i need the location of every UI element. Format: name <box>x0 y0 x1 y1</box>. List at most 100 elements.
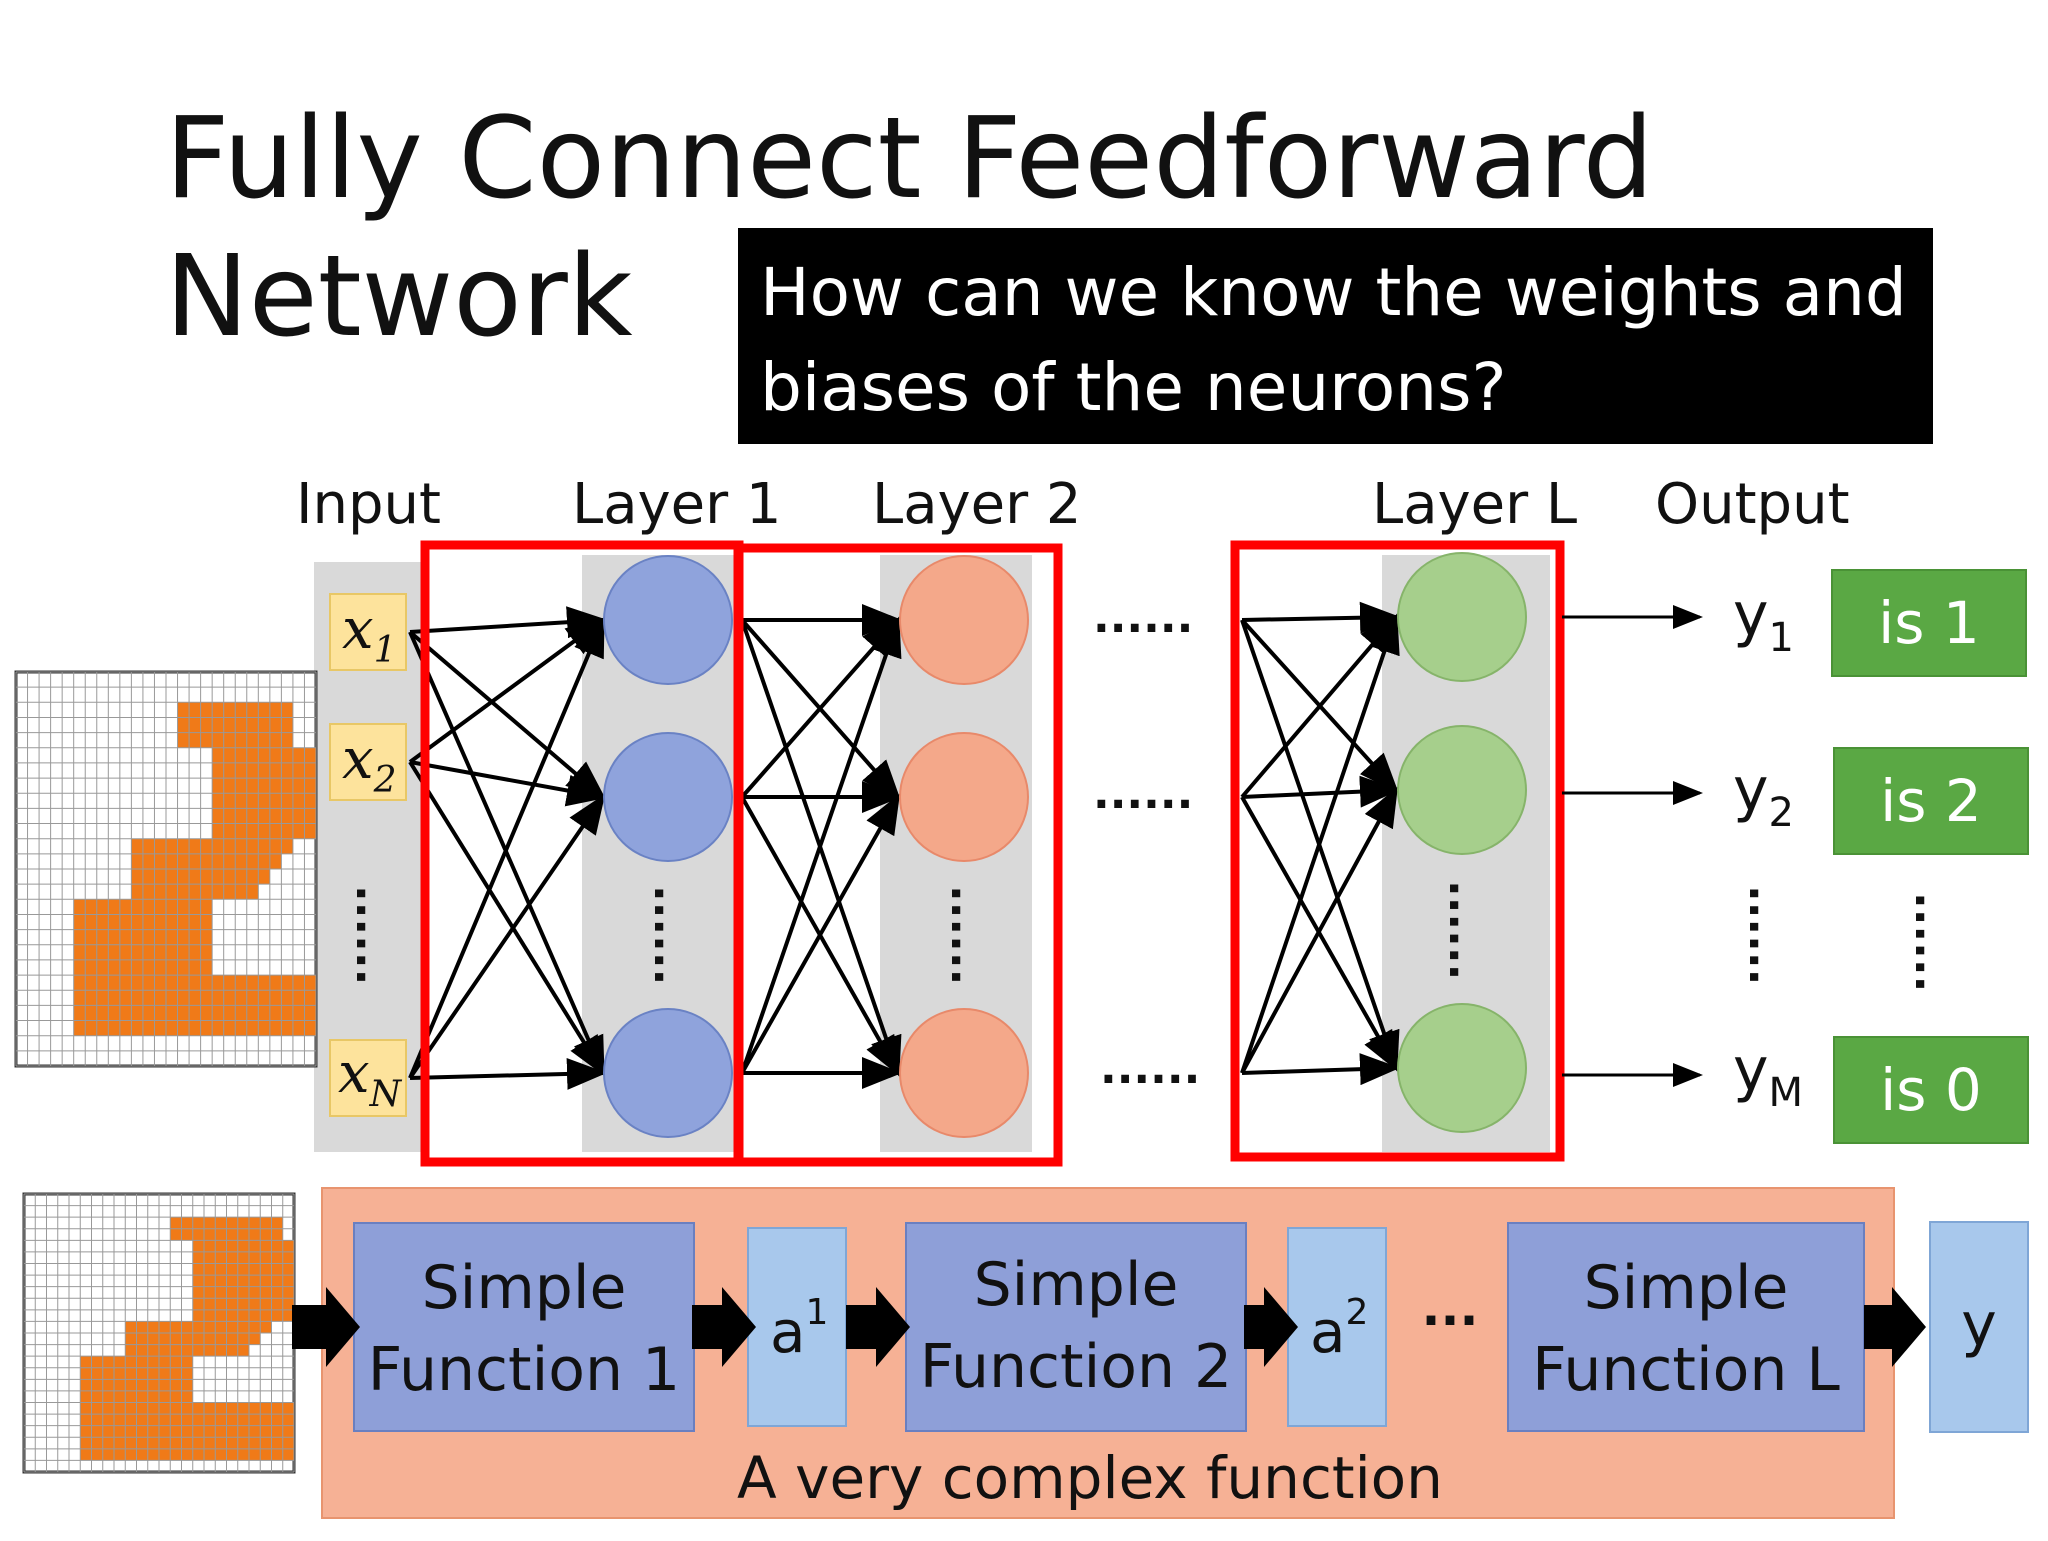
digit-pixel <box>142 884 155 900</box>
digit-pixel <box>304 793 316 809</box>
digit-pixel <box>147 1402 159 1415</box>
digit-pixel <box>147 1333 159 1345</box>
digit-pixel <box>114 1390 126 1403</box>
digit-pixel <box>246 823 259 839</box>
digit-pixel <box>249 1448 261 1461</box>
digit-pixel <box>170 1379 182 1391</box>
digit-pixel <box>212 1005 224 1021</box>
digit-image-large <box>14 670 318 1068</box>
digit-pixel <box>249 1263 261 1276</box>
digit-pixel <box>237 1321 249 1333</box>
digit-pixel <box>177 959 190 976</box>
digit-pixel <box>170 1217 182 1229</box>
digit-pixel <box>249 1309 261 1322</box>
digit-pixel <box>177 702 190 718</box>
edge-prev-2-layerL-0 <box>1240 613 1400 1074</box>
input-box-1 <box>329 593 407 671</box>
digit-pixel <box>215 1402 227 1415</box>
digit-pixel <box>281 1005 293 1021</box>
digit-pixel <box>177 914 190 930</box>
digit-pixel <box>269 990 282 1006</box>
digit-pixel <box>91 1437 103 1449</box>
digit-pixel <box>281 717 293 733</box>
digit-pixel <box>281 975 293 991</box>
block-arrows <box>292 1287 1926 1367</box>
digit-pixel <box>192 1275 204 1287</box>
digit-pixel <box>223 823 236 839</box>
input-box-2 <box>329 723 407 801</box>
output-label-M: yM <box>1733 1035 1803 1116</box>
digit-pixel <box>147 1356 159 1368</box>
digit-pixel <box>271 1275 283 1287</box>
digit-pixel <box>192 1263 204 1276</box>
digit-pixel <box>212 869 224 885</box>
header-layerL: Layer L <box>1372 472 1577 537</box>
digit-pixel <box>192 1402 204 1415</box>
digit-pixel <box>181 1448 193 1461</box>
digit-pixel <box>136 1402 148 1415</box>
digit-pixel <box>258 838 270 854</box>
digit-pixel <box>189 1005 201 1021</box>
digit-pixel <box>235 732 247 748</box>
digit-pixel <box>215 1321 227 1333</box>
digit-pixel <box>246 869 259 885</box>
block-arrow-f1 <box>692 1287 756 1367</box>
digit-pixel <box>154 899 166 915</box>
digit-pixel <box>226 1240 238 1252</box>
digit-pixel <box>80 1367 92 1380</box>
digit-pixel <box>200 1020 213 1036</box>
header-layer1: Layer 1 <box>572 472 782 537</box>
ellipsis-row-2: ...... <box>1093 768 1193 819</box>
digit-pixel <box>200 944 213 960</box>
digit-pixel <box>80 1425 92 1438</box>
digit-pixel <box>246 717 259 733</box>
digit-pixel <box>215 1263 227 1276</box>
block-arrow-f2 <box>1244 1287 1298 1367</box>
digit-pixel <box>258 778 270 794</box>
digit-pixel <box>170 1356 182 1368</box>
edge-input-2-layer1-2 <box>409 1057 607 1090</box>
digit-pixel <box>226 1309 238 1322</box>
digit-pixel <box>91 1379 103 1391</box>
label-vertical-dots: ...... <box>1905 892 1956 992</box>
digit-pixel <box>223 1020 236 1036</box>
digit-pixel <box>119 944 132 960</box>
digit-pixel <box>102 1448 114 1461</box>
digit-pixel <box>96 929 109 945</box>
digit-pixel <box>108 944 120 960</box>
digit-pixel <box>281 747 293 763</box>
class-label-2: is 2 <box>1880 767 1982 835</box>
digit-pixel <box>159 1321 171 1333</box>
digit-pixel <box>281 702 293 718</box>
digit-pixel <box>246 884 259 900</box>
digit-pixel <box>246 838 259 854</box>
digit-pixel <box>170 1321 182 1333</box>
digit-pixel <box>226 1321 238 1333</box>
digit-pixel <box>215 1437 227 1449</box>
digit-pixel <box>246 853 259 869</box>
ellipsis-row-1: ...... <box>1093 592 1193 643</box>
digit-pixel <box>131 975 143 991</box>
digit-pixel <box>215 1298 227 1310</box>
digit-pixel <box>260 1217 272 1229</box>
digit-pixel <box>170 1344 182 1357</box>
digit-pixel <box>215 1425 227 1438</box>
digit-pixel <box>200 975 213 991</box>
digit-pixel <box>131 1020 143 1036</box>
title-line1: Fully Connect Feedforward <box>165 94 1654 224</box>
digit-pixel <box>102 1437 114 1449</box>
digit-pixel <box>304 808 316 824</box>
digit-pixel <box>102 1390 114 1403</box>
digit-pixel <box>154 975 166 991</box>
digit-pixel <box>212 853 224 869</box>
digit-pixel <box>177 732 190 748</box>
digit-pixel <box>73 975 86 991</box>
digit-pixel <box>269 808 282 824</box>
digit-pixel <box>131 914 143 930</box>
digit-pixel <box>304 747 316 763</box>
digit-pixel <box>80 1414 92 1426</box>
output-y-label: y <box>1961 1290 1997 1360</box>
digit-pixel <box>200 702 213 718</box>
digit-pixel <box>212 975 224 991</box>
digit-pixel <box>80 1356 92 1368</box>
